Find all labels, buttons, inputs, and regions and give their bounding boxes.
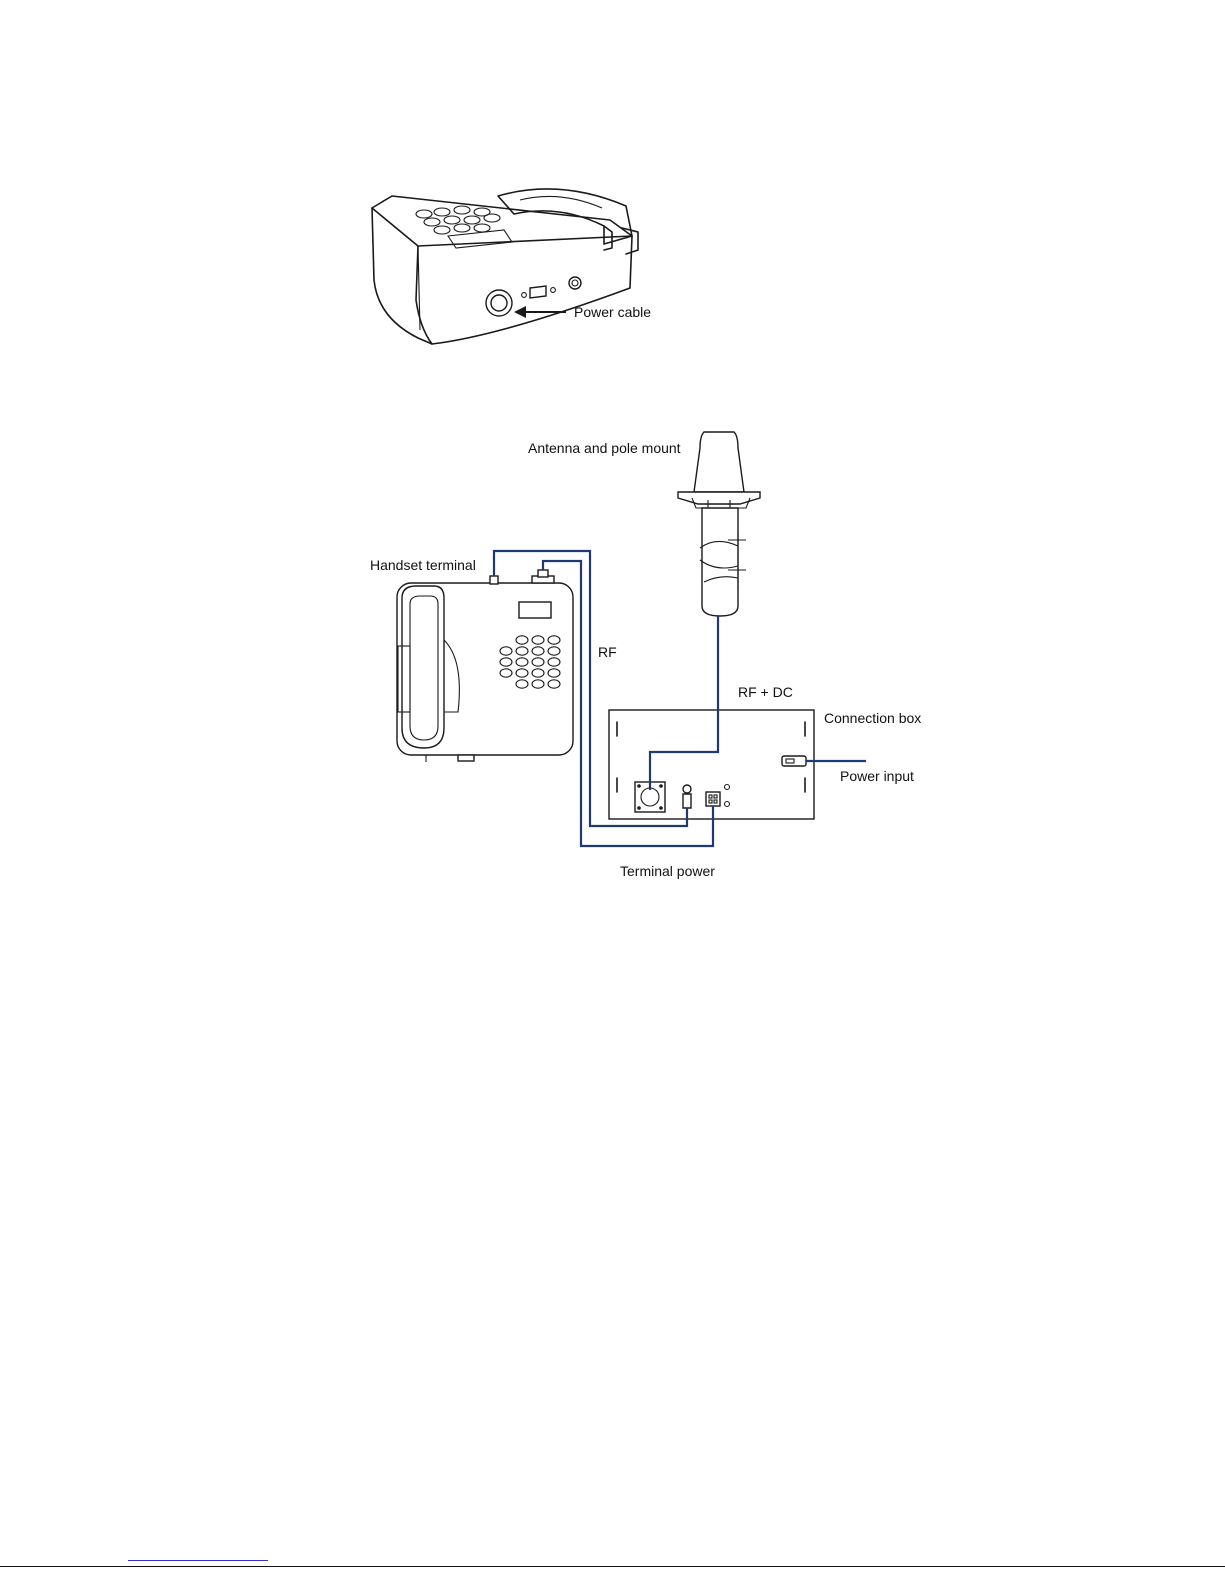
rf-dc-label: RF + DC xyxy=(738,684,793,700)
handset-terminal-illustration xyxy=(397,570,573,762)
handset-terminal-label: Handset terminal xyxy=(370,557,476,573)
power-cable-arrow xyxy=(514,306,566,318)
antenna-pole-mount-illustration xyxy=(678,432,760,616)
footer-rule xyxy=(0,1566,1225,1567)
antenna-socket-icon xyxy=(569,277,581,289)
antenna-label: Antenna and pole mount xyxy=(528,440,681,456)
power-socket-icon xyxy=(486,290,512,316)
desk-terminal-illustration xyxy=(372,189,638,344)
power-input-label: Power input xyxy=(840,768,914,784)
footer-link-underline[interactable] xyxy=(128,1560,268,1561)
power-cable-label: Power cable xyxy=(574,304,651,320)
serial-port-icon xyxy=(522,286,556,298)
connection-box-illustration xyxy=(609,710,814,819)
connection-box-label: Connection box xyxy=(824,710,921,726)
terminal-power-label: Terminal power xyxy=(620,863,715,879)
rf-label: RF xyxy=(598,644,617,660)
